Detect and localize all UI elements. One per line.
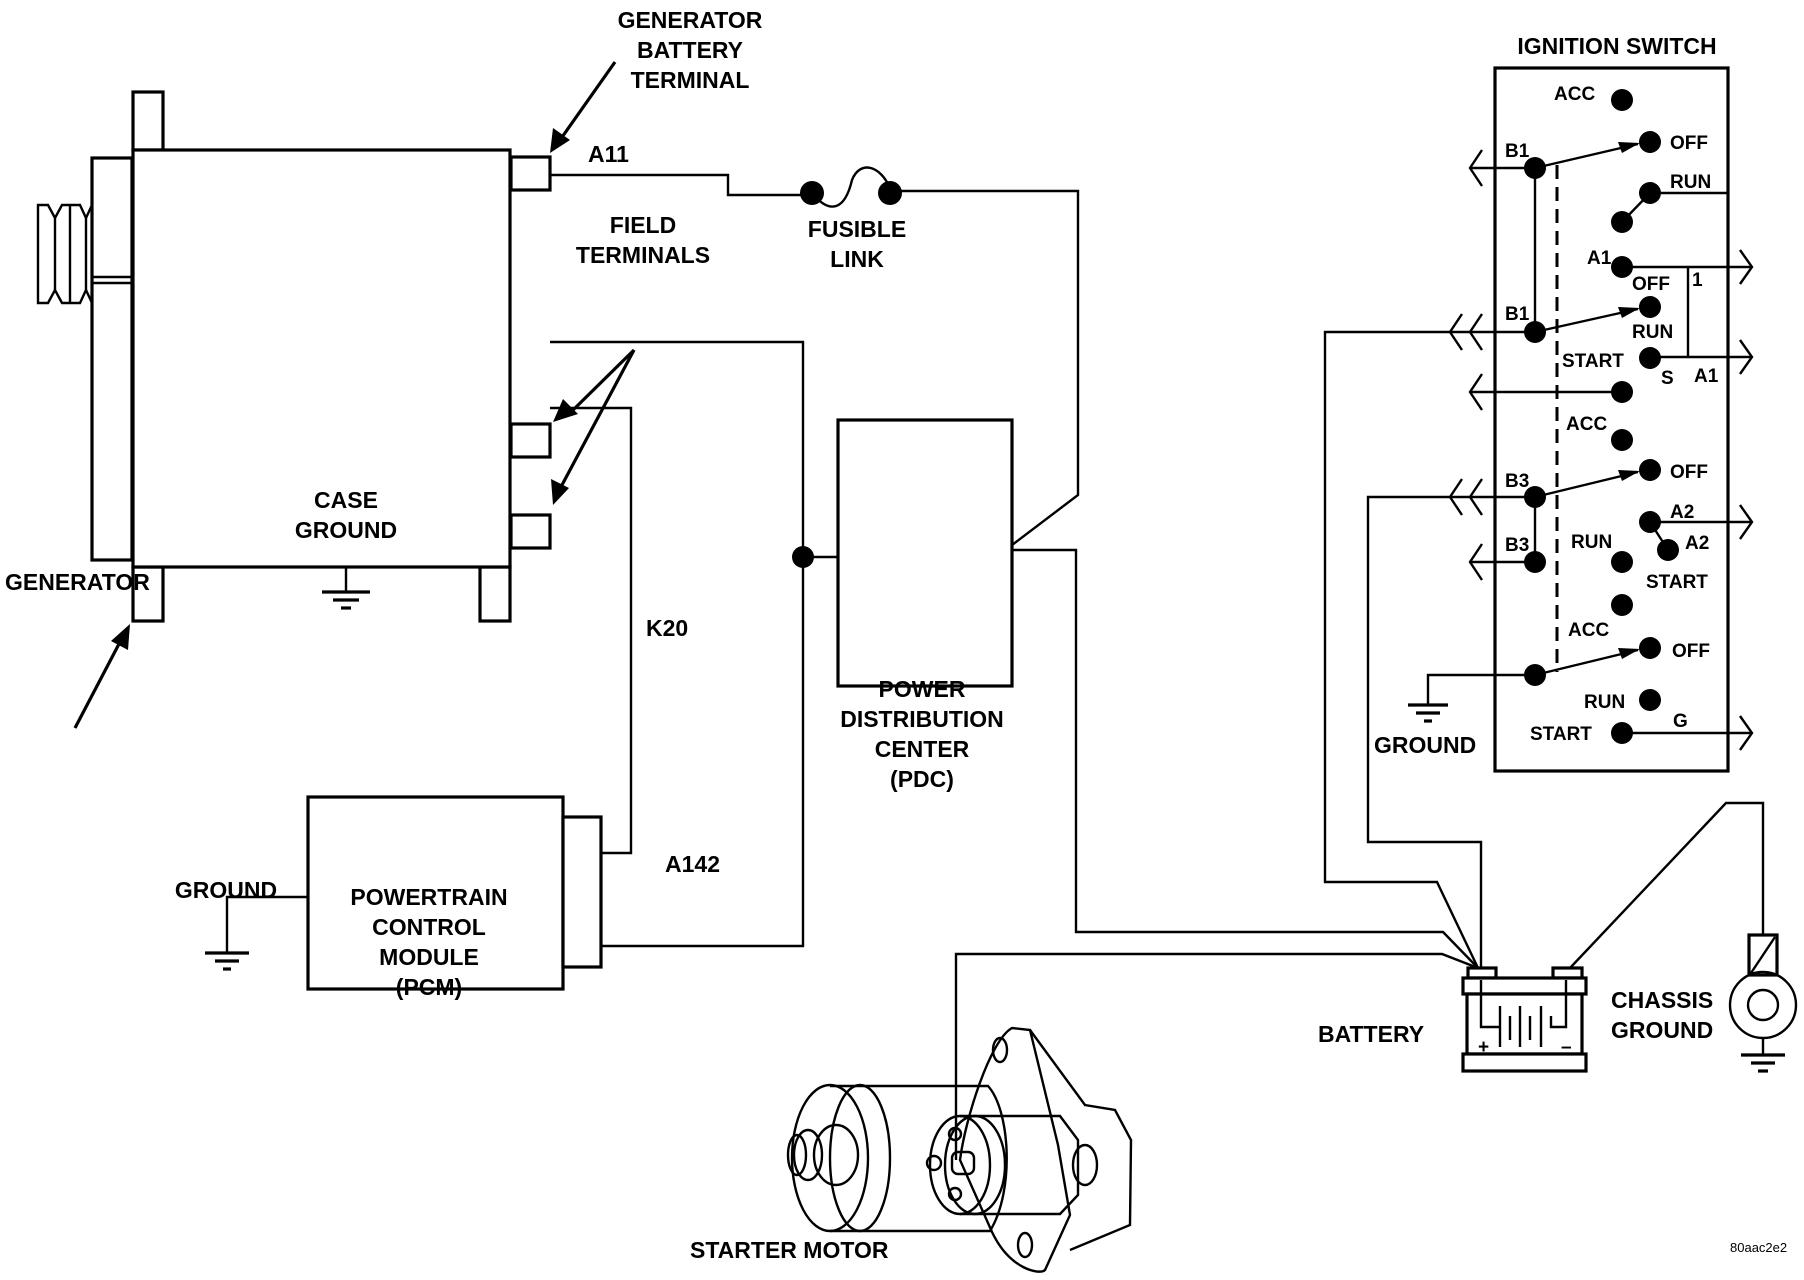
chassis-ground-icon [1728,933,1798,1073]
label-pcm-2: CONTROL [372,914,486,940]
starter-motor [786,1026,1133,1273]
pcm-ground-icon [205,895,308,971]
battery-cell-symbol [1479,980,1568,1047]
power-distribution-center [836,418,1014,688]
label-switch-ground: GROUND [1374,732,1476,758]
switch-label-g: G [1673,711,1688,732]
label-pcm-3: MODULE [379,944,479,970]
label-battery: BATTERY [1318,1021,1424,1047]
powertrain-control-module [205,795,603,991]
wire-b3-to-battery [1366,495,1483,968]
wire-battery-to-chassis [1569,801,1765,969]
ignition-switch-labels: ACC OFF B1 RUN A1 OFF 1 B1 RUN START S A… [1505,84,1719,745]
field-terminal-upper [509,422,552,459]
switch-label-s: S [1661,368,1674,389]
wire-field-upper [550,340,805,948]
pcm-body [306,795,565,991]
switch-label-b1: B1 [1505,304,1530,325]
wire-fusible-to-pdc [890,189,1080,546]
label-case-ground-2: GROUND [295,517,397,543]
label-pdc-2: DISTRIBUTION [840,706,1004,732]
switch-label-b3: B3 [1505,535,1529,556]
switch-label-start: START [1530,724,1592,745]
label-generator-battery-terminal-1: GENERATOR [618,7,763,33]
callout-arrows [73,61,636,729]
label-pdc-4: (PDC) [890,766,954,792]
switch-label-start: START [1562,351,1624,372]
switch-label-run: RUN [1670,172,1711,193]
pcm-connector [561,815,603,969]
label-generator-battery-terminal-2: BATTERY [637,37,743,63]
label-pdc-1: POWER [879,676,966,702]
wire-pdc-to-battery [1012,548,1479,969]
switch-ground-icon [1408,673,1535,723]
label-field-terminals-2: TERMINALS [576,242,710,268]
fusible-link-wire [811,166,892,208]
generator-front-flange [90,156,134,562]
switch-label-off: OFF [1670,133,1708,154]
switch-label-off: OFF [1632,274,1670,295]
generator-mount-bottom-left [131,565,165,623]
wiring [550,166,1765,1110]
circuit-a142-label: A142 [665,851,720,877]
switch-label-acc: ACC [1554,84,1595,105]
label-chassis-ground-1: CHASSIS [1611,987,1713,1013]
switch-label-a1: A1 [1694,366,1719,387]
label-field-terminals-1: FIELD [610,212,676,238]
circuit-k20-label: K20 [646,615,688,641]
figure-code: 80aac2e2 [1730,1240,1787,1255]
switch-label-acc: ACC [1566,414,1607,435]
b3-lower-contact [1524,551,1546,573]
label-starter-motor: STARTER MOTOR [690,1237,889,1263]
switch-label-start: START [1646,572,1708,593]
fusible-link-terminal-left [800,181,824,205]
wire-b1-to-battery [1323,330,1480,969]
circuit-a11-label: A11 [588,141,629,167]
switch-label-run: RUN [1632,322,1673,343]
switch-label-a2: A2 [1685,533,1709,554]
switch-label-a1: A1 [1587,248,1612,269]
field-terminal-lower [509,513,552,550]
case-ground-icon [322,567,370,610]
fusible-link-terminal-right [878,181,902,205]
battery-plus-sign: + [1478,1037,1489,1058]
switch-label-a2: A2 [1670,502,1694,523]
generator-pulley [36,203,94,305]
switch-label-b1: B1 [1505,141,1530,162]
wire-k20 [550,406,633,855]
switch-label-1: 1 [1692,270,1703,291]
label-case-ground-1: CASE [314,487,378,513]
label-generator: GENERATOR [5,569,150,595]
switch-label-off: OFF [1672,641,1710,662]
generator-body [131,148,512,569]
generator [36,90,552,623]
ignition-switch [1408,66,1754,773]
label-pcm-ground: GROUND [175,877,277,903]
label-pdc-3: CENTER [875,736,970,762]
label-pcm-1: POWERTRAIN [350,884,507,910]
label-generator-battery-terminal-3: TERMINAL [631,67,750,93]
switch-label-run: RUN [1571,532,1612,553]
label-pcm-4: (PCM) [396,974,462,1000]
label-fusible-link-2: LINK [830,246,884,272]
battery [1461,966,1588,1073]
label-ignition-switch: IGNITION SWITCH [1517,33,1716,59]
generator-mount-top [131,90,165,152]
battery-minus-sign: – [1561,1037,1572,1058]
switch-label-run: RUN [1584,692,1625,713]
switch-label-off: OFF [1670,462,1708,483]
wire-starter-to-battery [954,952,1479,1110]
labels: GENERATOR BATTERY TERMINAL A11 FIELD TER… [5,7,1787,1263]
label-fusible-link-1: FUSIBLE [808,216,906,242]
label-chassis-ground-2: GROUND [1611,1017,1713,1043]
switch-label-b3: B3 [1505,471,1529,492]
generator-battery-terminal [509,155,552,192]
wire-a11 [550,173,812,197]
switch-label-acc: ACC [1568,620,1609,641]
generator-mount-bottom-right [478,565,512,623]
